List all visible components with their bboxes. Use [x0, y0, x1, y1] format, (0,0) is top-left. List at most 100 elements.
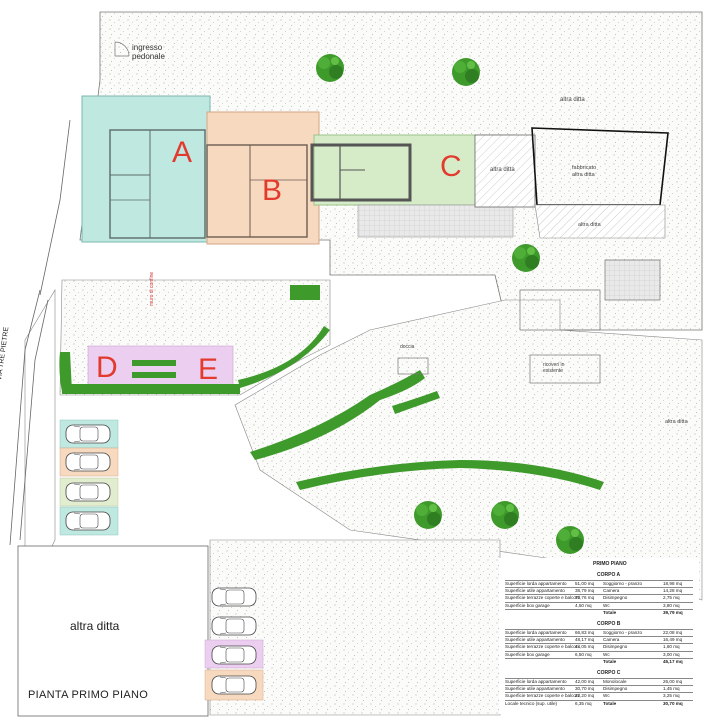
table-rule [505, 594, 693, 596]
road-via-tre-pietre [9, 119, 71, 546]
table-rule [505, 643, 693, 645]
table-cell: 30,70 mq [663, 700, 683, 706]
label-a: A [172, 136, 193, 169]
table-cell: Wc [603, 693, 610, 699]
table-corpo-c-title: CORPO C [597, 670, 621, 676]
label-ricoveri: ricoveri in esistente [543, 362, 565, 374]
label-altra-ditta-top: altra ditta [560, 97, 585, 103]
table-cell: 4,50 mq [575, 602, 592, 608]
label-e: E [198, 353, 219, 386]
label-altra-ditta-right: altra ditta [665, 419, 688, 425]
surfaces-table: PRIMO PIANO CORPO A Superficie lorda app… [499, 558, 699, 714]
table-corpo-a-title: CORPO A [597, 572, 621, 578]
table-cell: 70,76 mq [575, 595, 595, 601]
table-cell: 14,28 mq [663, 588, 683, 594]
table-cell: 48,17 mq [575, 637, 595, 643]
table-cell: Totale [603, 658, 617, 664]
table-cell: Totale [603, 700, 617, 706]
table-cell: Superficie box garage [505, 602, 550, 608]
building-a [81, 95, 211, 243]
table-row: Superficie box garage 4,50 mq Wc 3,80 mq [505, 603, 693, 609]
table-cell: 2,75 mq [663, 595, 680, 601]
table-row: Totale 45,17 mq [505, 659, 693, 665]
label-doccia: doccia [400, 344, 415, 350]
table-cell: 18,98 mq [663, 581, 683, 586]
table-cell: Superficie terrazze coperte e balconi [505, 693, 580, 699]
table-cell: Monolocale [603, 679, 627, 684]
table-cell: Camera [603, 588, 620, 594]
table-cell: Superficie terrazze coperte e balconi [505, 595, 580, 601]
table-rule [505, 580, 693, 581]
table-rule [505, 608, 693, 610]
label-ingresso: ingresso pedonale [132, 43, 165, 62]
table-cell: Locale tecnico (sup. utile) [505, 700, 558, 706]
table-cell: 39,79 mq [663, 609, 683, 615]
table-cell: 6,35 mq [575, 700, 592, 706]
table-rule [505, 678, 693, 679]
page-title: PIANTA PRIMO PIANO [28, 689, 149, 701]
table-corpo-b-title: CORPO B [597, 621, 621, 627]
label-b: B [262, 174, 283, 207]
table-cell: Superficie terrazze coperte e balconi [505, 644, 580, 650]
table-cell: 1,45 mq [663, 686, 680, 692]
area-d [87, 345, 234, 387]
table-cell: 3,25 mq [663, 693, 680, 699]
table-cell: Superficie lorda appartamento [505, 581, 567, 586]
table-cell: 22,08 mq [663, 630, 683, 635]
table-cell: 51,00 mq [575, 581, 595, 586]
table-rule [505, 629, 693, 630]
parking-left [59, 419, 119, 536]
table-cell: 44,05 mq [575, 644, 595, 650]
table-cell: 3,80 mq [663, 602, 680, 608]
table-row: Locale tecnico (sup. utile) 6,35 mq Totale… [505, 701, 693, 707]
table-cell: 66,83 mq [575, 630, 595, 635]
table-row: Superficie utile appartamento 38,79 mq Cam… [505, 588, 693, 594]
table-cell: Disimpegno [603, 686, 628, 692]
table-row: Totale 39,79 mq [505, 610, 693, 616]
table-cell: Soggiorno - pranzo [603, 581, 643, 586]
building-altra-ditta [474, 127, 669, 239]
table-cell: Superficie box garage [505, 651, 550, 657]
table-cell: Soggiorno - pranzo [603, 630, 643, 635]
table-title: PRIMO PIANO [593, 561, 627, 567]
table-row: Superficie lorda appartamento 51,00 mq Sog… [505, 581, 693, 587]
label-c: C [440, 150, 462, 183]
table-cell: 42,00 mq [575, 679, 595, 684]
table-cell: 26,00 mq [663, 679, 683, 684]
table-rule [505, 699, 693, 701]
table-cell: 16,49 mq [663, 637, 683, 643]
table-rule [505, 657, 693, 659]
building-b [206, 111, 320, 245]
parking-bottom [204, 587, 264, 701]
table-cell: 38,79 mq [575, 588, 595, 594]
label-altra-ditta-small: altra ditta [578, 222, 601, 228]
table-cell: Superficie lorda appartamento [505, 679, 567, 684]
lot-altra-ditta [17, 545, 209, 717]
gravel-areas [24, 11, 703, 716]
label-altra-ditta-mid: altra ditta [490, 167, 515, 173]
table-row: Superficie lorda appartamento 42,00 mq Mon… [505, 679, 693, 685]
table-rule [505, 692, 693, 694]
table-cell: Totale [603, 609, 617, 615]
table-cell: 22,20 mq [575, 693, 595, 699]
table-rule [505, 636, 693, 638]
table-rule [505, 685, 693, 687]
table-cell: Disimpegno [603, 595, 628, 601]
table-cell: Superficie utile appartamento [505, 637, 565, 643]
label-altra-ditta-lot: altra ditta [70, 619, 120, 633]
table-cell: Wc [603, 651, 610, 657]
table-cell: 6,50 mq [575, 651, 592, 657]
table-cell: 1,60 mq [663, 644, 680, 650]
table-cell: 30,70 mq [575, 686, 595, 692]
table-cell: Wc [603, 602, 610, 608]
table-cell: 3,00 mq [663, 651, 680, 657]
table-cell: Superficie utile appartamento [505, 588, 565, 594]
table-cell: 45,17 mq [663, 658, 683, 664]
